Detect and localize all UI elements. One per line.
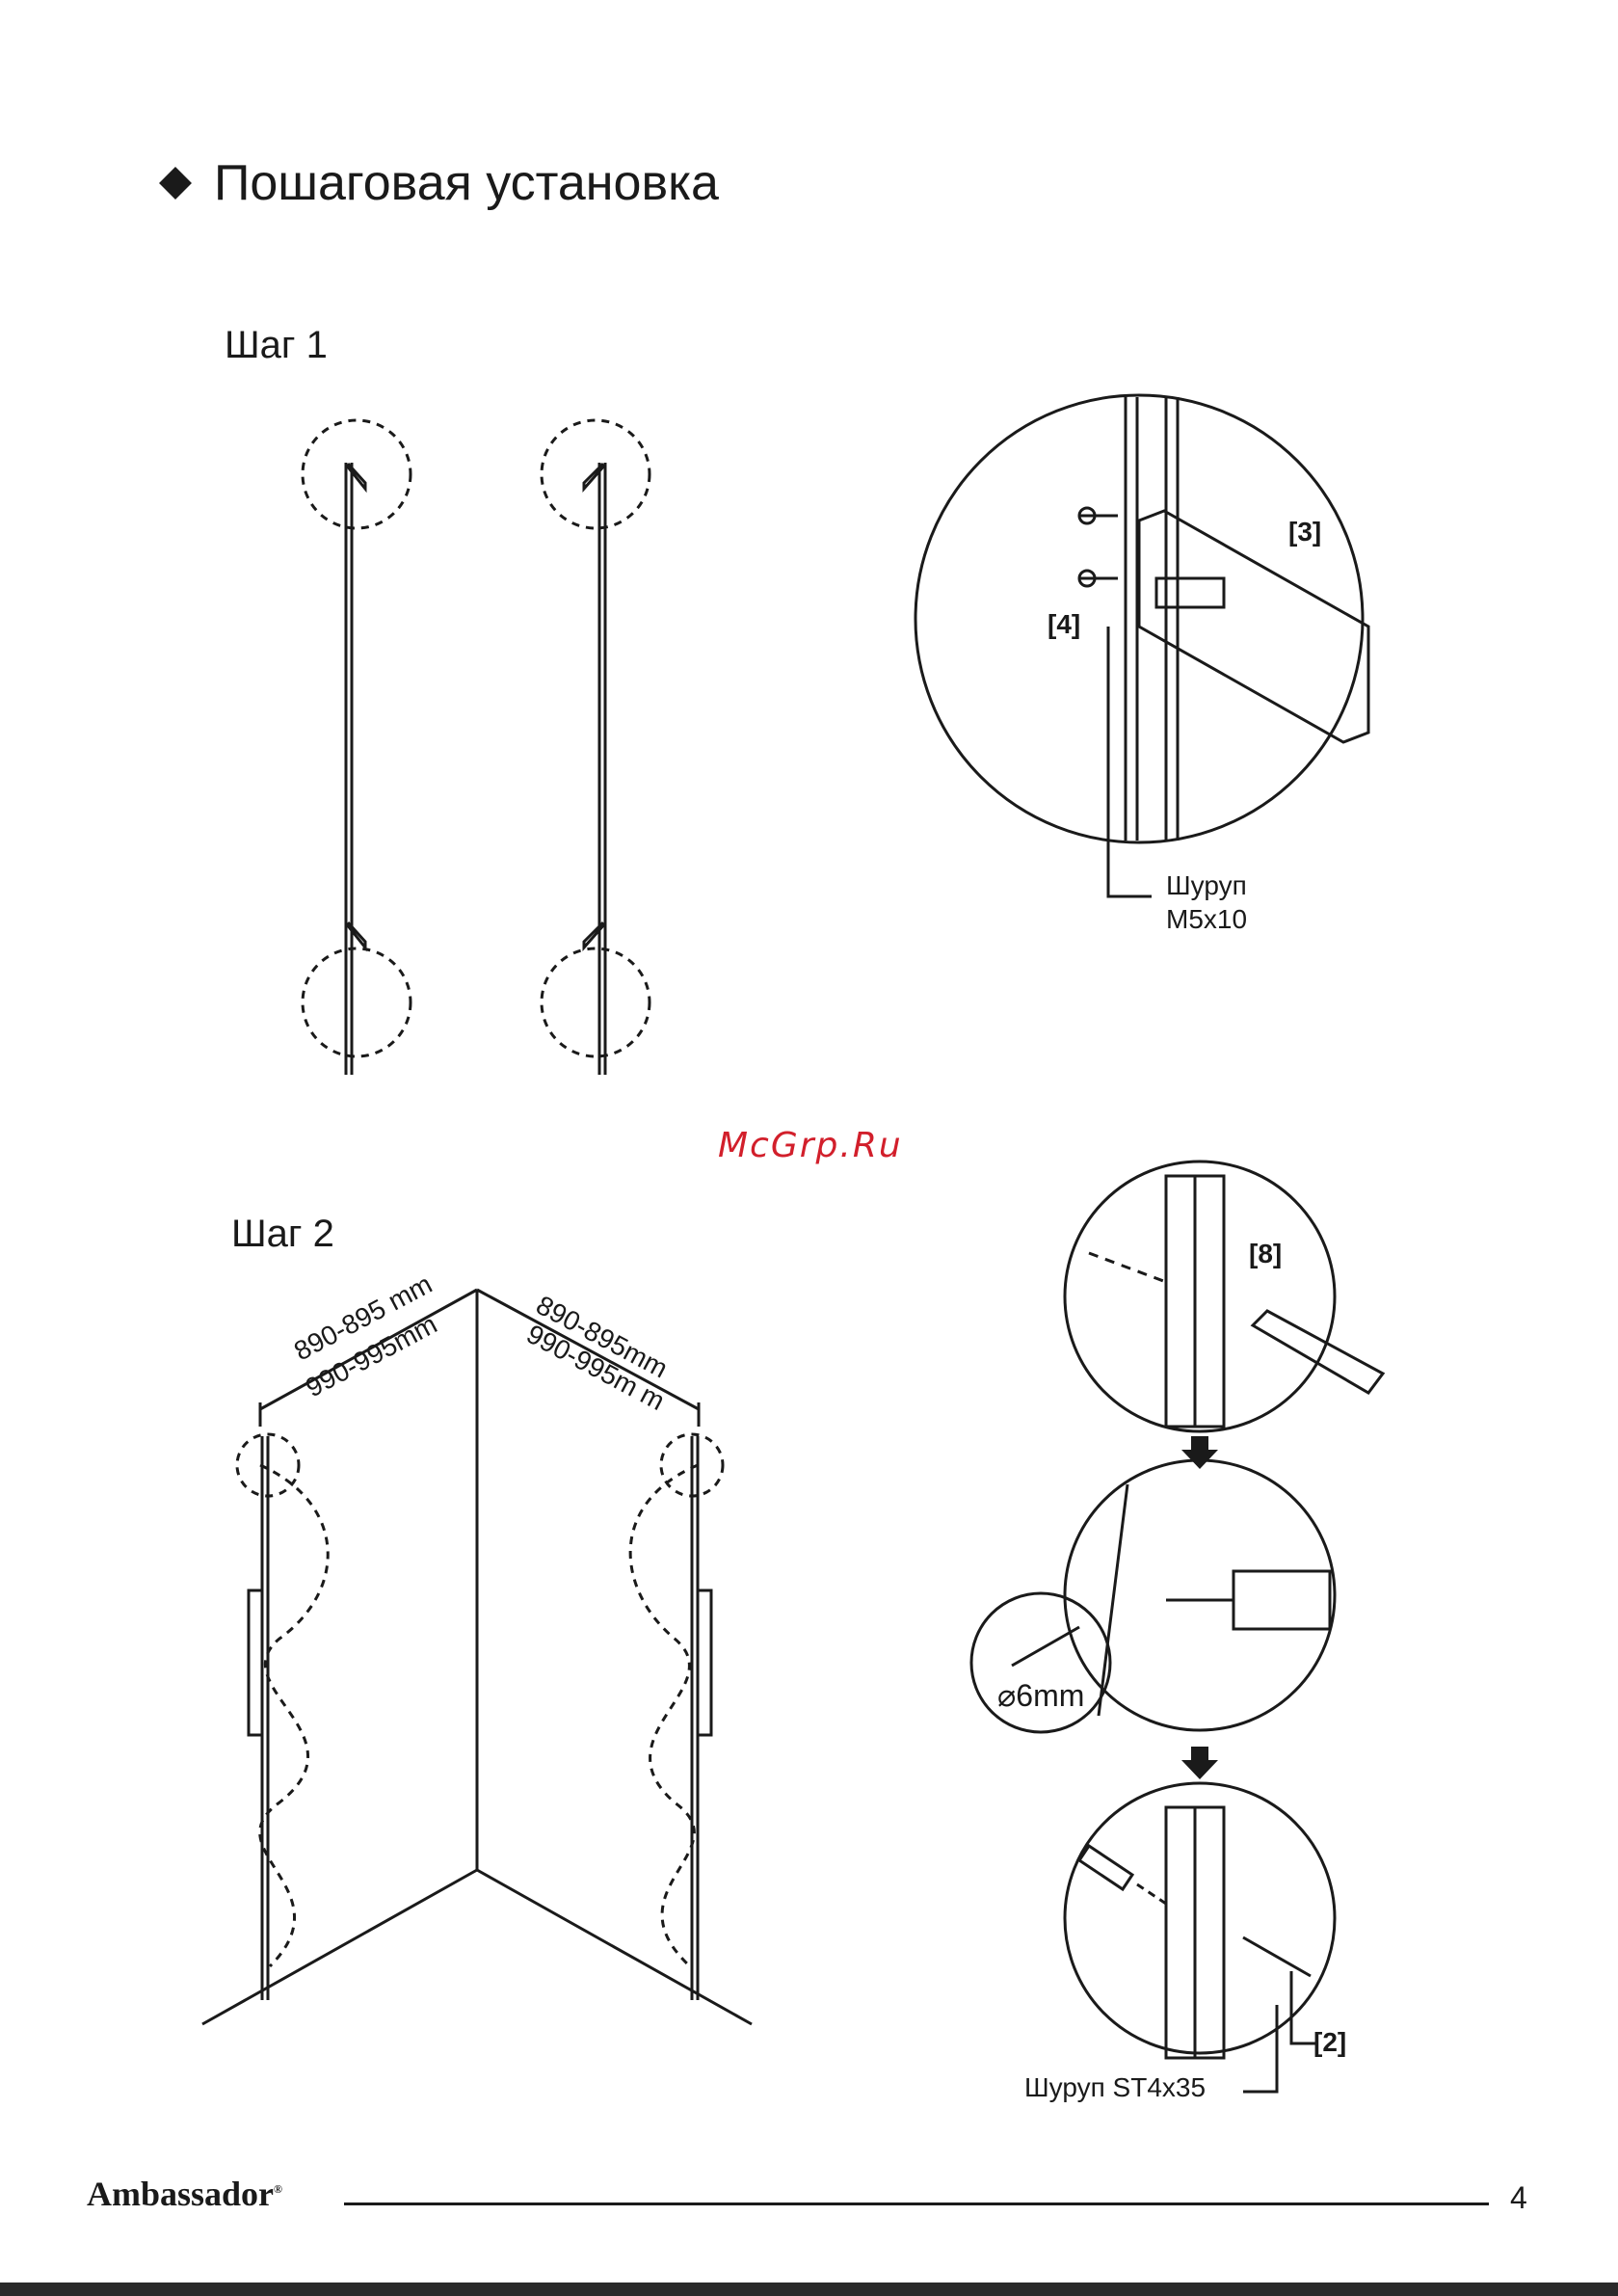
screw-label-line1: Шуруп: [1166, 870, 1247, 901]
footer-rule: [344, 2203, 1489, 2205]
arrow-down-icon: [1181, 1436, 1218, 1469]
screw-label-line2: M5x10: [1166, 904, 1247, 935]
bottom-bar: [0, 2283, 1618, 2296]
drill-size-label: ⌀6mm: [997, 1677, 1084, 1714]
arrow-down-icon: [1181, 1747, 1218, 1779]
step1-profile-right: [542, 420, 650, 1075]
screw-label-st4: Шуруп ST4x35: [1024, 2072, 1206, 2103]
page-number: 4: [1510, 2180, 1527, 2216]
step2-detail-screw: [1065, 1783, 1335, 2092]
step2-corner-view: [202, 1290, 752, 2024]
brand-name: Ambassador: [87, 2175, 274, 2213]
callout-8: [8]: [1249, 1239, 1282, 1269]
step2-detail-mark: [1065, 1161, 1383, 1431]
callout-2: [2]: [1313, 2027, 1346, 2058]
callout-4: [4]: [1048, 609, 1080, 640]
step1-detail-circle: [915, 395, 1368, 896]
watermark: McGrp.Ru: [718, 1126, 903, 1165]
drill-size: 6mm: [1016, 1678, 1084, 1713]
step1-profile-left: [303, 420, 411, 1075]
diameter-icon: ⌀: [997, 1678, 1016, 1713]
brand-logo: Ambassador®: [87, 2174, 282, 2214]
callout-3: [3]: [1288, 517, 1321, 547]
registered-mark-icon: ®: [274, 2182, 282, 2196]
